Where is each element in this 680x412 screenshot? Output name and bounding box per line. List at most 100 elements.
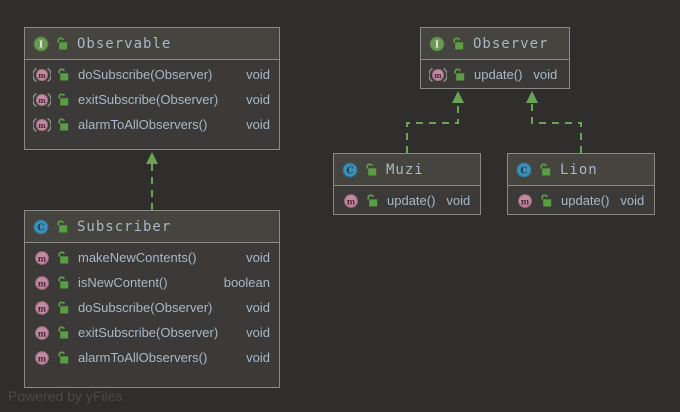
member-row[interactable]: m alarmToAllObservers() void <box>25 345 279 370</box>
member-row[interactable]: m update() void <box>421 62 569 87</box>
node-header: I Observable <box>25 28 279 60</box>
node-members: m update() void <box>334 186 480 216</box>
svg-text:m: m <box>434 71 442 80</box>
svg-text:m: m <box>521 196 530 206</box>
uml-class-subscriber[interactable]: C Subscriber m makeNewContents() void <box>24 210 280 388</box>
yfiles-watermark: Powered by yFiles <box>8 388 123 404</box>
method-icon: m <box>35 275 49 290</box>
node-header: C Lion <box>508 154 654 186</box>
svg-text:m: m <box>38 278 47 288</box>
node-header: I Observer <box>421 28 569 60</box>
class-name: Observable <box>77 35 172 52</box>
node-members: m update() void <box>508 186 654 216</box>
member-type: void <box>246 117 270 132</box>
svg-text:m: m <box>38 121 46 130</box>
member-name: doSubscribe(Observer) <box>78 300 213 315</box>
class-icon: C <box>516 162 532 177</box>
svg-text:m: m <box>38 71 46 80</box>
abstract-method-icon: m <box>429 67 447 82</box>
member-row[interactable]: m doSubscribe(Observer) void <box>25 62 279 87</box>
node-members: m doSubscribe(Observer) void m <box>25 60 279 140</box>
unlock-icon <box>57 220 68 233</box>
unlock-icon <box>57 37 68 50</box>
member-name: makeNewContents() <box>78 250 197 265</box>
unlock-icon <box>58 326 69 339</box>
member-type: void <box>533 67 558 82</box>
interface-icon: I <box>33 36 49 51</box>
class-name: Observer <box>473 35 549 52</box>
node-header: C Subscriber <box>25 211 279 243</box>
class-name: Lion <box>560 161 598 178</box>
member-name: update() <box>561 193 610 208</box>
svg-text:C: C <box>520 166 527 176</box>
unlock-icon <box>58 251 69 264</box>
member-row[interactable]: m exitSubscribe(Observer) void <box>25 320 279 345</box>
node-header: C Muzi <box>334 154 480 186</box>
member-row[interactable]: m update() void <box>334 188 480 213</box>
svg-text:m: m <box>38 353 47 363</box>
member-name: alarmToAllObservers() <box>78 117 208 132</box>
class-name: Subscriber <box>77 218 172 235</box>
member-row[interactable]: m exitSubscribe(Observer) void <box>25 87 279 112</box>
member-type: void <box>246 300 270 315</box>
uml-class-muzi[interactable]: C Muzi m update() void <box>333 153 481 215</box>
member-name: exitSubscribe(Observer) <box>78 92 219 107</box>
abstract-method-icon: m <box>33 117 51 132</box>
unlock-icon <box>58 68 69 81</box>
member-name: update() <box>387 193 436 208</box>
member-name: exitSubscribe(Observer) <box>78 325 219 340</box>
member-type: void <box>246 250 270 265</box>
member-row[interactable]: m doSubscribe(Observer) void <box>25 295 279 320</box>
unlock-icon <box>58 118 69 131</box>
unlock-icon <box>58 93 69 106</box>
method-icon: m <box>344 193 358 208</box>
unlock-icon <box>367 194 378 207</box>
svg-text:m: m <box>38 303 47 313</box>
unlock-icon <box>540 163 551 176</box>
member-type: void <box>246 350 270 365</box>
edge-muzi-implements-observer <box>406 91 464 153</box>
unlock-icon <box>58 301 69 314</box>
uml-class-observer[interactable]: I Observer m update() <box>420 27 570 89</box>
unlock-icon <box>454 68 465 81</box>
member-name: isNewContent() <box>78 275 168 290</box>
svg-text:C: C <box>346 166 353 176</box>
interface-icon: I <box>429 36 445 51</box>
member-type: void <box>446 193 471 208</box>
member-type: void <box>246 325 270 340</box>
member-type: void <box>620 193 645 208</box>
member-row[interactable]: m alarmToAllObservers() void <box>25 112 279 137</box>
method-icon: m <box>518 193 532 208</box>
member-type: boolean <box>223 275 270 290</box>
uml-class-observable[interactable]: I Observable m doSubscribe(Ob <box>24 27 280 150</box>
uml-class-lion[interactable]: C Lion m update() void <box>507 153 655 215</box>
abstract-method-icon: m <box>33 67 51 82</box>
member-row[interactable]: m isNewContent() boolean <box>25 270 279 295</box>
unlock-icon <box>366 163 377 176</box>
method-icon: m <box>35 350 49 365</box>
unlock-icon <box>58 276 69 289</box>
svg-text:C: C <box>37 223 44 233</box>
method-icon: m <box>35 250 49 265</box>
member-name: update() <box>474 67 523 82</box>
unlock-icon <box>453 37 464 50</box>
unlock-icon <box>58 351 69 364</box>
member-type: void <box>246 92 270 107</box>
abstract-method-icon: m <box>33 92 51 107</box>
svg-text:m: m <box>347 196 356 206</box>
class-icon: C <box>33 219 49 234</box>
member-row[interactable]: m makeNewContents() void <box>25 245 279 270</box>
member-row[interactable]: m update() void <box>508 188 654 213</box>
svg-text:m: m <box>38 328 47 338</box>
member-name: alarmToAllObservers() <box>78 350 208 365</box>
svg-text:m: m <box>38 96 46 105</box>
class-icon: C <box>342 162 358 177</box>
member-name: doSubscribe(Observer) <box>78 67 213 82</box>
method-icon: m <box>35 325 49 340</box>
node-members: m update() void <box>421 60 569 90</box>
member-type: void <box>246 67 270 82</box>
edge-lion-implements-observer <box>526 91 582 153</box>
svg-text:I: I <box>435 40 439 50</box>
method-icon: m <box>35 300 49 315</box>
